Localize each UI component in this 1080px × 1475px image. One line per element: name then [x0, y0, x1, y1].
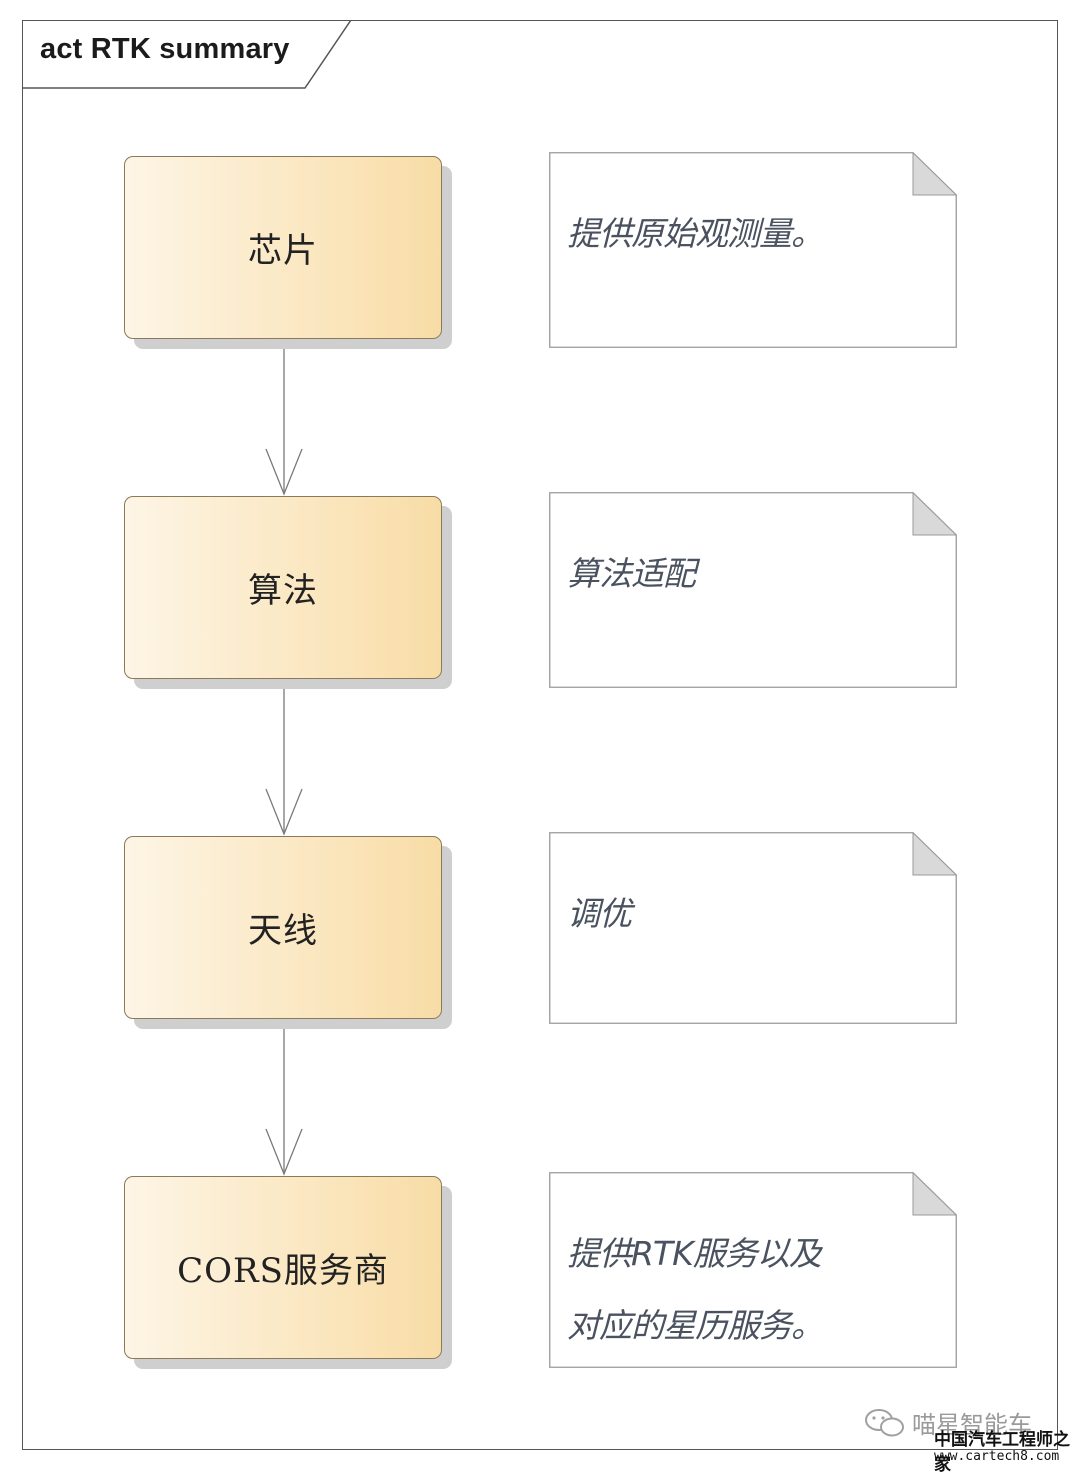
frame-name-tab: [22, 20, 352, 89]
action-label: 芯片: [248, 231, 318, 271]
action-node-cors-provider[interactable]: CORS服务商: [124, 1176, 442, 1359]
action-label: CORS服务商: [177, 1251, 389, 1291]
note-antenna[interactable]: 调优: [549, 832, 957, 1024]
watermark-account: 喵星智能车: [864, 1405, 1032, 1440]
action-node-chip[interactable]: 芯片: [124, 156, 442, 339]
arrowhead-1: [265, 448, 303, 496]
note-line: 对应的星历服务。: [567, 1306, 824, 1345]
action-node-algorithm[interactable]: 算法: [124, 496, 442, 679]
arrowhead-3: [265, 1128, 303, 1176]
note-line: 提供RTK服务以及: [567, 1234, 822, 1273]
note-line: 算法适配: [567, 554, 696, 593]
diagram-frame: [22, 20, 1058, 1450]
note-cors-provider[interactable]: 提供RTK服务以及 对应的星历服务。: [549, 1172, 957, 1368]
wechat-icon: [865, 1408, 904, 1436]
action-label: 算法: [248, 571, 318, 611]
watermark-account-name: 喵星智能车: [912, 1411, 1032, 1439]
arrowhead-2: [265, 788, 303, 836]
note-line: 调优: [567, 894, 632, 933]
note-shape: [549, 492, 957, 688]
note-algorithm[interactable]: 算法适配: [549, 492, 957, 688]
watermark-site-name: 中国汽车工程师之家: [934, 1430, 1070, 1475]
note-chip[interactable]: 提供原始观测量。: [549, 152, 957, 348]
frame-title: act RTK summary: [40, 33, 290, 65]
watermark-site-url: www.cartech8.com: [934, 1449, 1060, 1464]
action-label: 天线: [248, 911, 318, 951]
note-shape: [549, 1172, 957, 1368]
note-line: 提供原始观测量。: [567, 214, 824, 253]
note-shape: [549, 832, 957, 1024]
action-node-antenna[interactable]: 天线: [124, 836, 442, 1019]
note-shape: [549, 152, 957, 348]
